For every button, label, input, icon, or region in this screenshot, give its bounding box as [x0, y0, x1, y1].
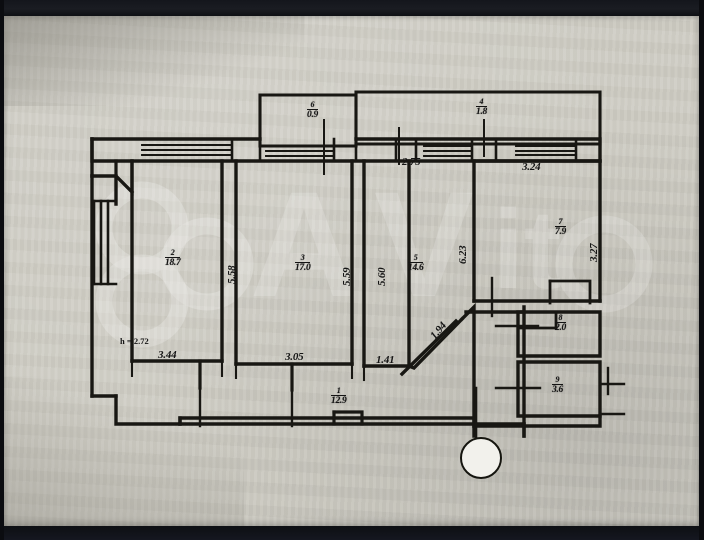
room-area: 3.6 [552, 384, 563, 395]
room-label-r5: 5 14.6 [408, 253, 424, 273]
room-label-r9: 9 3.6 [552, 376, 563, 395]
dimension-5-58: 5.58 [226, 265, 238, 284]
room2-walls [130, 159, 224, 363]
room-label-b6: 6 0.9 [307, 101, 318, 120]
room-number: 5 [413, 253, 418, 262]
dimension-3-27: 3.27 [588, 243, 600, 262]
room5-walls [362, 159, 411, 368]
room-area: 14.6 [408, 262, 424, 273]
wall-corner-chamfer [113, 159, 135, 196]
photo-right-edge [699, 0, 704, 540]
room-number: 9 [555, 375, 560, 384]
dimension-2-75: 2.75 [402, 156, 421, 168]
entry-door [332, 410, 364, 426]
room-area: 2.0 [555, 322, 566, 333]
room-number: 3 [300, 253, 305, 262]
dimension-1-41: 1.41 [376, 354, 395, 366]
room-label-b4: 4 1.8 [476, 98, 487, 117]
photo-top-edge [0, 0, 704, 16]
floor-plan-drawing [4, 16, 699, 526]
room-area: 18.7 [165, 257, 181, 268]
room-label-r7: 7 7.9 [555, 218, 566, 237]
room-number: 2 [170, 248, 175, 257]
room-area: 12.9 [331, 395, 347, 406]
dimension-3-24: 3.24 [522, 161, 541, 173]
outer-wall-bottom [114, 394, 602, 438]
left-loggia-window [90, 199, 118, 286]
room-number: 7 [558, 217, 563, 226]
room-label-r3: 3 17.0 [295, 253, 311, 273]
room-label-r8: 8 2.0 [555, 314, 566, 333]
room-number: 6 [310, 100, 315, 109]
balcony-right-outline [354, 90, 602, 146]
windows-top [141, 144, 577, 157]
photo-bottom-edge [0, 526, 704, 540]
room-area: 17.0 [295, 262, 311, 273]
room-area: 1.8 [476, 106, 487, 117]
outer-wall-left [90, 137, 118, 398]
dimension-3-05: 3.05 [285, 351, 304, 363]
room-label-r1: 1 12.9 [331, 386, 347, 406]
room-number: 4 [479, 97, 484, 106]
dimension-6-23: 6.23 [457, 245, 469, 264]
dimension-5-59: 5.59 [341, 267, 353, 286]
room-area: 7.9 [555, 226, 566, 237]
room-number: 1 [336, 386, 341, 395]
ceiling-height-note: h = 2.72 [120, 336, 149, 346]
room7-walls [472, 159, 602, 303]
diagonal-wall [399, 316, 465, 377]
dimension-5-60: 5.60 [376, 267, 388, 286]
room3-walls [234, 159, 354, 366]
plan-circle-marker [460, 437, 502, 479]
dimension-ticks [130, 344, 366, 382]
floor-plan-sheet: A V it [4, 16, 699, 526]
room8-walls [516, 310, 602, 358]
room-area: 0.9 [307, 109, 318, 120]
photo-left-edge [0, 0, 4, 540]
room-number: 8 [558, 313, 563, 322]
kitchen-counter [548, 279, 592, 305]
dimension-3-44: 3.44 [158, 349, 177, 361]
room-label-r2: 2 18.7 [165, 248, 181, 268]
